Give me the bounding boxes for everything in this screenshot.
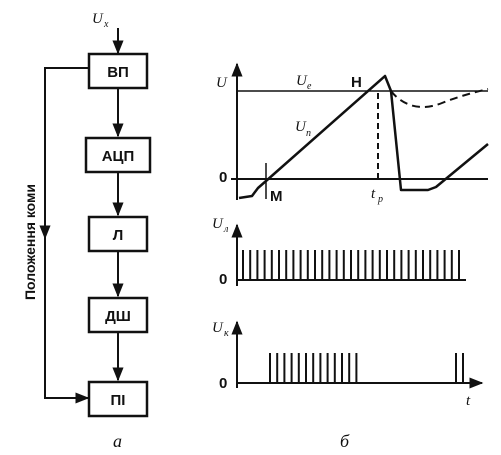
tp-label: t bbox=[371, 186, 376, 202]
feedback-label: Положення коми bbox=[22, 184, 38, 300]
top-zero-label: 0 bbox=[219, 169, 227, 186]
block-diagram: U x ВП АЦП Л ДШ ПІ Положення коми а bbox=[22, 11, 152, 451]
block-vp-label: ВП bbox=[107, 64, 129, 81]
tp-label-sub: р bbox=[377, 194, 383, 205]
input-label: U bbox=[92, 11, 104, 27]
feedback-line bbox=[44, 67, 90, 404]
block-l-label: Л bbox=[113, 227, 124, 244]
mid-zero-label: 0 bbox=[219, 271, 227, 288]
block-pi bbox=[87, 380, 149, 418]
point-h-label: Н bbox=[351, 74, 362, 91]
caption-b: б bbox=[340, 431, 350, 451]
bot-y-label: U bbox=[212, 320, 224, 336]
ue-label: U bbox=[296, 73, 308, 89]
top-plot: U 0 U e U п Н М t р bbox=[216, 62, 489, 205]
un-label: U bbox=[295, 119, 307, 135]
input-label-sub: x bbox=[103, 19, 109, 30]
ramp-dashed-continuation bbox=[390, 88, 489, 108]
middle-plot: U л 0 bbox=[212, 216, 466, 288]
ramp-waveform bbox=[238, 74, 489, 200]
block-adc bbox=[84, 136, 152, 174]
bottom-pulse-train bbox=[269, 353, 464, 383]
mid-y-label: U bbox=[212, 216, 224, 232]
ue-label-sub: e bbox=[307, 81, 312, 92]
top-y-label: U bbox=[216, 75, 228, 91]
timing-diagram: U 0 U e U п Н М t р U л 0 bbox=[212, 62, 489, 451]
mid-y-label-sub: л bbox=[223, 224, 229, 235]
block-dsh-label: ДШ bbox=[105, 308, 131, 325]
block-pi-label: ПІ bbox=[111, 392, 126, 409]
un-label-sub: п bbox=[306, 128, 311, 139]
bot-zero-label: 0 bbox=[219, 375, 227, 392]
point-m-label: М bbox=[270, 188, 283, 205]
t-axis-label: t bbox=[466, 393, 471, 409]
block-l bbox=[87, 215, 149, 253]
middle-pulse-train bbox=[242, 250, 460, 280]
bot-y-label-sub: к bbox=[224, 328, 229, 339]
bottom-plot: U к 0 t bbox=[212, 320, 484, 409]
caption-a: а bbox=[113, 431, 122, 451]
block-adc-label: АЦП bbox=[102, 148, 135, 165]
